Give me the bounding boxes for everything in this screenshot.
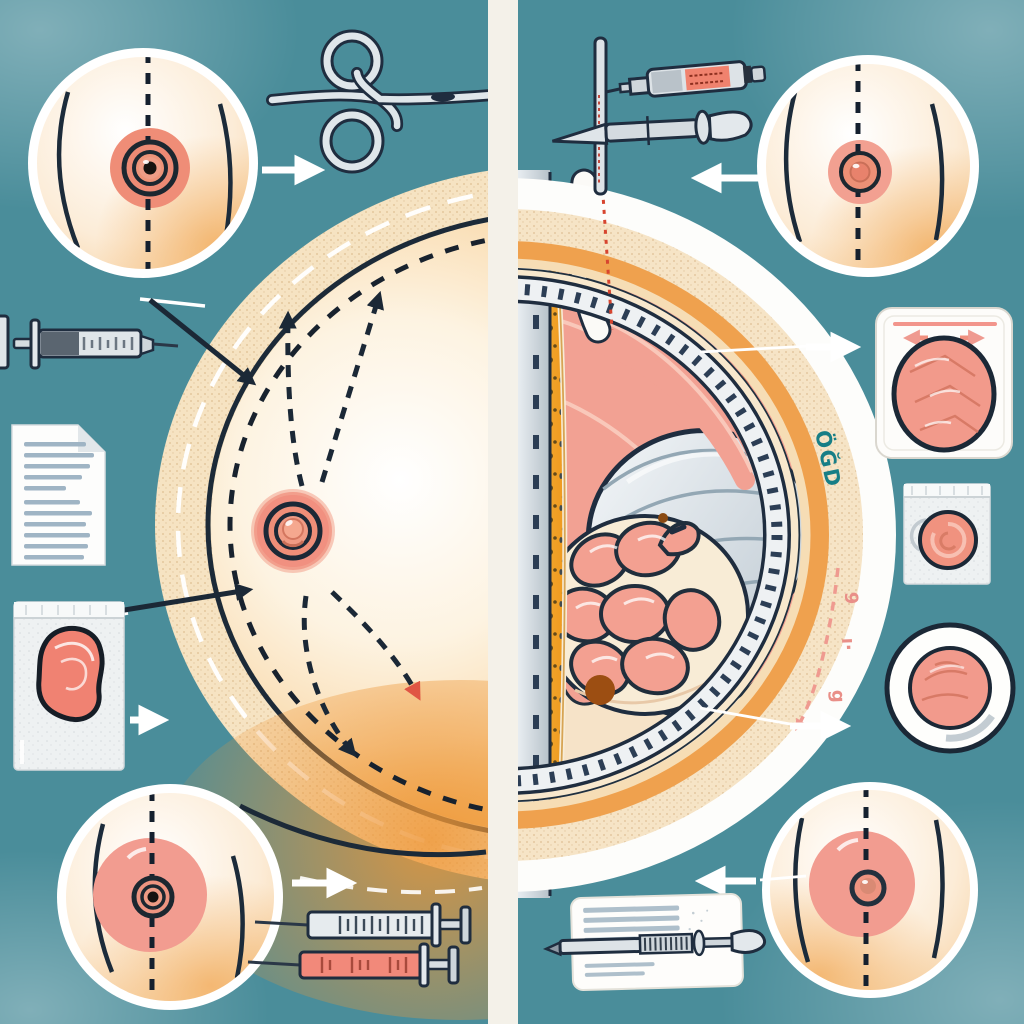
pink-dashed-arrow xyxy=(795,567,840,732)
panel-divider xyxy=(488,0,518,1024)
right-panel: ÖĞD 9 ı· g xyxy=(518,36,1016,998)
tissue-movement-arrows xyxy=(278,290,421,758)
breast-curve-right xyxy=(230,855,245,979)
inset-breast-top-left xyxy=(28,48,258,278)
breast-curve-right xyxy=(931,819,945,959)
breast-curve-left xyxy=(783,91,803,243)
tissue-sample-card-icon xyxy=(875,307,1013,459)
skin-orange-band xyxy=(518,241,829,829)
tissue-sample xyxy=(36,626,105,722)
left-panel xyxy=(0,29,488,1020)
breast-contour-line xyxy=(205,217,488,833)
pointer-line xyxy=(699,344,811,354)
labeled-syringe-icon xyxy=(618,60,767,98)
annotation-pink-glyph-3: g xyxy=(827,689,848,703)
inset-breast-bottom-left xyxy=(57,784,283,1010)
scalpel-handle-icon xyxy=(551,109,753,146)
breast-cross-section: ÖĞD 9 ı· g xyxy=(518,149,896,898)
breast-curve-left xyxy=(793,817,811,963)
syringe-label xyxy=(684,65,731,91)
syringe-icon-left xyxy=(0,314,179,370)
inset-breast-top-right xyxy=(757,55,979,277)
mammary-gland-lobules xyxy=(540,513,750,716)
document-icon xyxy=(11,424,106,566)
document-with-pen-icon xyxy=(542,893,767,991)
annotation-pink-glyph-2: ı· xyxy=(837,637,858,651)
gland-duct-beak xyxy=(657,521,701,557)
breast-curve-left xyxy=(56,91,81,249)
inset-breast-bottom-right xyxy=(762,782,978,998)
pointer-arrow-lower xyxy=(111,583,254,615)
skin-surface-band xyxy=(518,178,896,892)
petri-dish-tissue-icon xyxy=(884,622,1016,754)
capsule-band-ribs xyxy=(518,283,783,787)
pointer-arrow-upper xyxy=(148,298,257,386)
pointer-line xyxy=(759,874,807,882)
incision-dashed-line xyxy=(227,237,488,813)
inframammary-fold-line xyxy=(238,803,487,858)
breast-curve-right xyxy=(217,103,233,243)
tissue-layer-bands xyxy=(518,178,896,892)
filled-syringe-icon-coral xyxy=(247,942,460,988)
hemostat-scissors-icon xyxy=(266,29,488,174)
breast-curve-right xyxy=(929,103,945,241)
nipple-areola xyxy=(251,489,335,573)
syringe-icon-gray xyxy=(254,902,472,948)
annotation-pink-glyph-1: 9 xyxy=(840,591,861,604)
pen-syringe xyxy=(542,929,767,957)
pointer-line xyxy=(699,706,791,726)
tissue-sample-bag-small-icon xyxy=(903,483,991,585)
tissue-sample-bag-icon xyxy=(13,601,125,771)
duct-opening xyxy=(585,675,615,705)
tissue-disc xyxy=(918,510,978,570)
